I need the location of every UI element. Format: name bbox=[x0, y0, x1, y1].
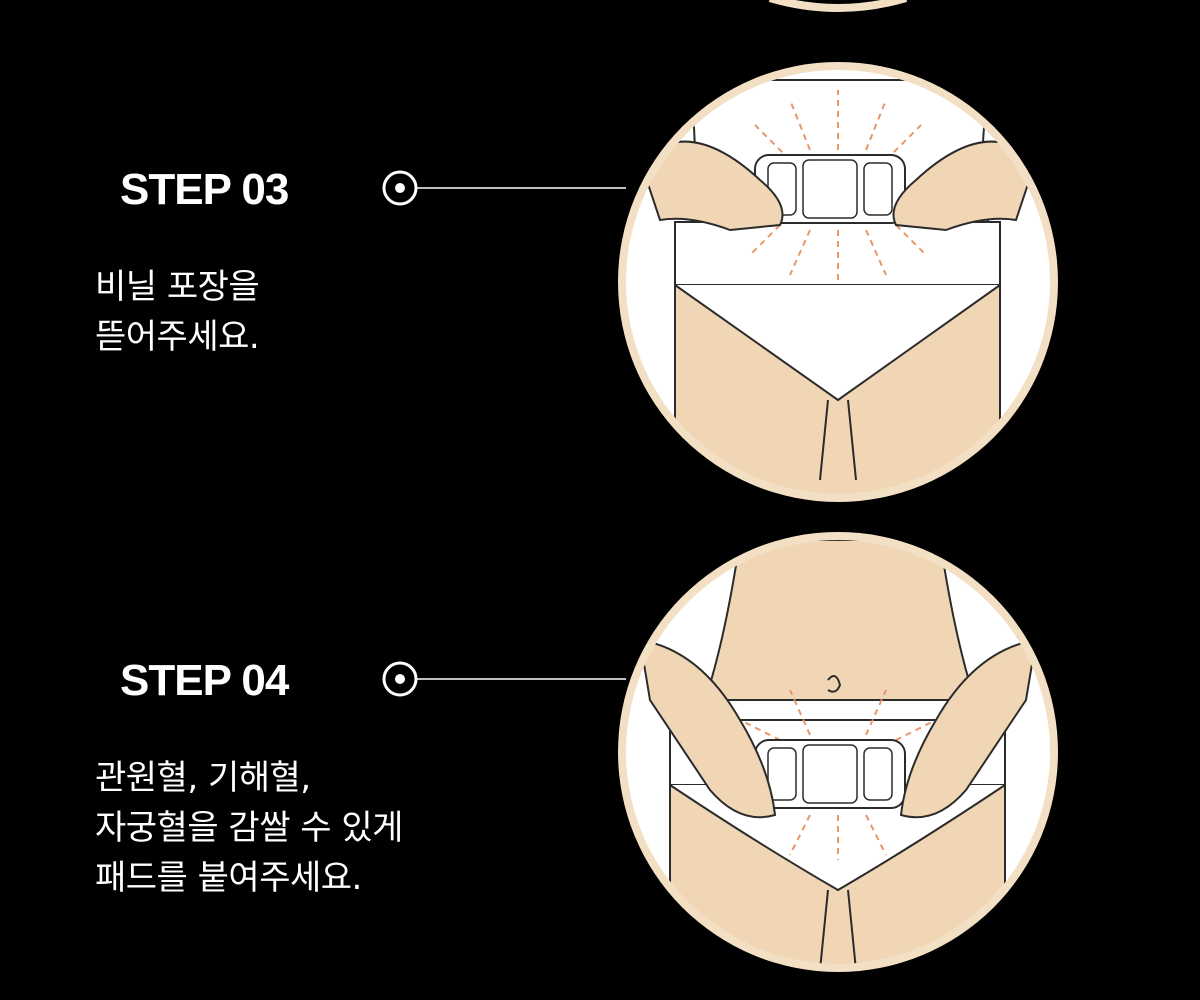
step-03-line-1: 비닐 포장을 bbox=[95, 267, 260, 307]
step-04-line-1: 관원혈, 기해혈, bbox=[95, 758, 311, 798]
step-03-title: STEP 03 bbox=[120, 165, 289, 214]
step-04-description: 관원혈, 기해혈, 자궁혈을 감쌀 수 있게 패드를 붙여주세요. bbox=[95, 753, 403, 903]
step-04-connector bbox=[382, 661, 626, 697]
step-03-connector bbox=[382, 170, 626, 206]
step-04-line-2: 자궁혈을 감쌀 수 있게 bbox=[95, 808, 403, 848]
step-04-line-3: 패드를 붙여주세요. bbox=[95, 858, 362, 898]
previous-step-circle-edge bbox=[768, 0, 908, 12]
step-04-circle bbox=[618, 532, 1058, 972]
step-03-line-2: 뜯어주세요. bbox=[95, 317, 260, 357]
step-04-title: STEP 04 bbox=[120, 656, 289, 705]
step-03-circle bbox=[618, 62, 1058, 502]
step-03-description: 비닐 포장을 뜯어주세요. bbox=[95, 262, 260, 362]
